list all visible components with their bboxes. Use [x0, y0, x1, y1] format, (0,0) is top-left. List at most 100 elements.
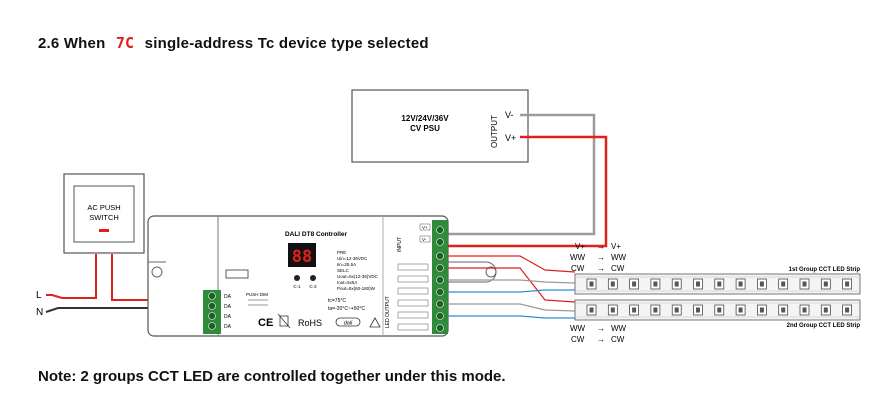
spec-line: Uout=5x(12-36)VDC: [337, 274, 379, 279]
led-chip-core: [738, 281, 743, 287]
terminal-label-box: [397, 287, 429, 295]
terminal-screw: [436, 238, 444, 246]
wire-label: WW: [570, 253, 586, 262]
wire-label: CW: [611, 335, 625, 344]
spec-line: Iin=25.5A: [337, 262, 356, 267]
wire-out-cw-2: [448, 315, 575, 319]
led-chip-core: [759, 307, 764, 313]
weee-cross: [277, 313, 291, 329]
display-digits: 88: [292, 247, 312, 267]
spec-line: Iout=5x5A: [337, 280, 357, 285]
led-chip-core: [738, 307, 743, 313]
led-chip-core: [781, 307, 786, 313]
arrow: →: [597, 264, 605, 273]
terminal-screw: [436, 264, 444, 272]
terminal-label-box: [397, 323, 429, 331]
led-chip-core: [717, 281, 722, 287]
psu-line1: 12V/24V/36V: [401, 114, 449, 123]
output-terminal-labels: [397, 263, 429, 331]
footer-note: Note: 2 groups CCT LED are controlled to…: [38, 368, 506, 385]
terminal-screw: [208, 302, 216, 310]
arrow: →: [597, 324, 605, 333]
wire-out-cw-1: [448, 289, 575, 293]
switch-line1: AC PUSH: [87, 203, 120, 212]
wire-label: WW: [611, 324, 627, 333]
led-chip-core: [759, 281, 764, 287]
terminal-screw: [436, 324, 444, 332]
mode-code: 7C: [115, 34, 135, 52]
terminal-label-box: [397, 263, 429, 271]
terminal-vplus-label: V+: [422, 225, 428, 230]
dali-terminal-label: DA: [224, 324, 232, 330]
led-chip-core: [610, 307, 615, 313]
terminal-screw: [208, 322, 216, 330]
heading-suffix: single-address Tc device type selected: [144, 35, 429, 52]
bottom-wire-labels: WW → WW CW → CW: [570, 324, 627, 344]
led-chip-core: [781, 281, 786, 287]
terminal-screw: [436, 252, 444, 260]
warning-triangle-icon: [369, 317, 381, 328]
spec-line: Pout=5x(60-180)W: [337, 286, 376, 291]
led-chip-core: [696, 307, 700, 313]
dali-terminal-label: DA: [224, 294, 232, 300]
temp-tc: tc=75°C: [328, 298, 346, 304]
spec-line: Uin=12-36VDC: [337, 256, 368, 261]
strip1-label: 1st Group CCT LED Strip: [789, 267, 861, 273]
arrow: →: [597, 253, 605, 262]
ac-switch: AC PUSH SWITCH: [63, 173, 145, 254]
terminal-label-box: [397, 299, 429, 307]
led-chip-core: [823, 307, 828, 313]
led-chip-core: [696, 281, 700, 287]
led-chip-core: [632, 307, 637, 313]
led-chip-core: [845, 281, 850, 287]
switch-led-indicator: [99, 229, 109, 232]
led-chip-core: [823, 281, 828, 287]
switch-button[interactable]: [73, 185, 135, 243]
rohs-mark: RoHS: [298, 318, 322, 328]
wire-out-ww-2: [448, 303, 576, 312]
led-strip-1: [574, 273, 861, 295]
wire-out-ww-1: [448, 279, 576, 284]
psu: 12V/24V/36V CV PSU OUTPUT V- V+: [351, 89, 529, 163]
wire-label: CW: [611, 264, 625, 273]
psu-vplus: V+: [505, 133, 516, 143]
psu-box: [351, 89, 529, 163]
relay-icon: [225, 269, 249, 279]
wire-out-vplus-2: [448, 267, 576, 303]
led-chip-core: [653, 281, 658, 287]
seven-segment-display: [288, 243, 316, 267]
psu-vminus: V-: [505, 110, 514, 120]
wire-label: CW: [571, 264, 585, 273]
led-chip-core: [589, 307, 594, 313]
dali-terminal-block: [203, 290, 221, 334]
terminal-screw: [436, 300, 444, 308]
led-strip-2: [574, 299, 861, 321]
top-wire-labels: V+ → V+ WW → WW CW → CW: [570, 242, 627, 273]
dali-terminal-label: DA: [224, 304, 232, 310]
button-c1[interactable]: [294, 275, 300, 281]
led-chip-core: [845, 307, 850, 313]
mount-hole-left: [151, 266, 163, 278]
temp-ta: ta=-20°C~+50°C: [328, 306, 365, 312]
led-chip-core: [632, 281, 637, 287]
wire-label: WW: [611, 253, 627, 262]
wire-label: CW: [571, 335, 585, 344]
arrow: →: [597, 242, 605, 251]
led-output-label: LED OUTPUT: [385, 296, 391, 328]
led-chip-core: [674, 281, 679, 287]
button-c1-label: C-1: [293, 284, 301, 289]
psu-line2: CV PSU: [410, 124, 440, 133]
strip2-label: 2nd Group CCT LED Strip: [787, 323, 861, 329]
dali-terminal-label: DA: [224, 314, 232, 320]
dali-logo: [335, 317, 361, 327]
terminal-screw: [208, 312, 216, 320]
button-c2[interactable]: [310, 275, 316, 281]
button-c2-label: C-2: [309, 284, 317, 289]
terminal-screw: [208, 292, 216, 300]
psu-output-label: OUTPUT: [490, 115, 499, 148]
controller: DALI DT8 Controller 88 C-1 C-2 PRE Uin=1…: [147, 215, 497, 337]
terminal-label-box: [397, 275, 429, 283]
heading-prefix: 2.6 When: [38, 35, 106, 52]
page-heading: 2.6 When 7C single-address Tc device typ…: [38, 34, 429, 52]
